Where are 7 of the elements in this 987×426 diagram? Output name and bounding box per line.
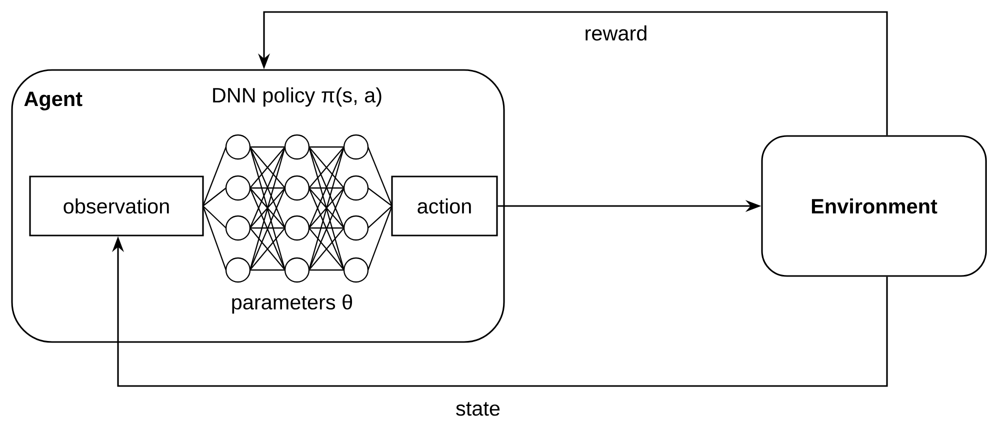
process-box: observation (29, 176, 204, 236)
network-caption: parameters θ (232, 294, 352, 314)
environment-box: Environment (761, 135, 987, 277)
edge-label: state (454, 400, 502, 418)
edge-label: reward (582, 24, 650, 42)
process-box: action (391, 176, 498, 236)
network-title: DNN policy π(s, a) (213, 87, 382, 107)
